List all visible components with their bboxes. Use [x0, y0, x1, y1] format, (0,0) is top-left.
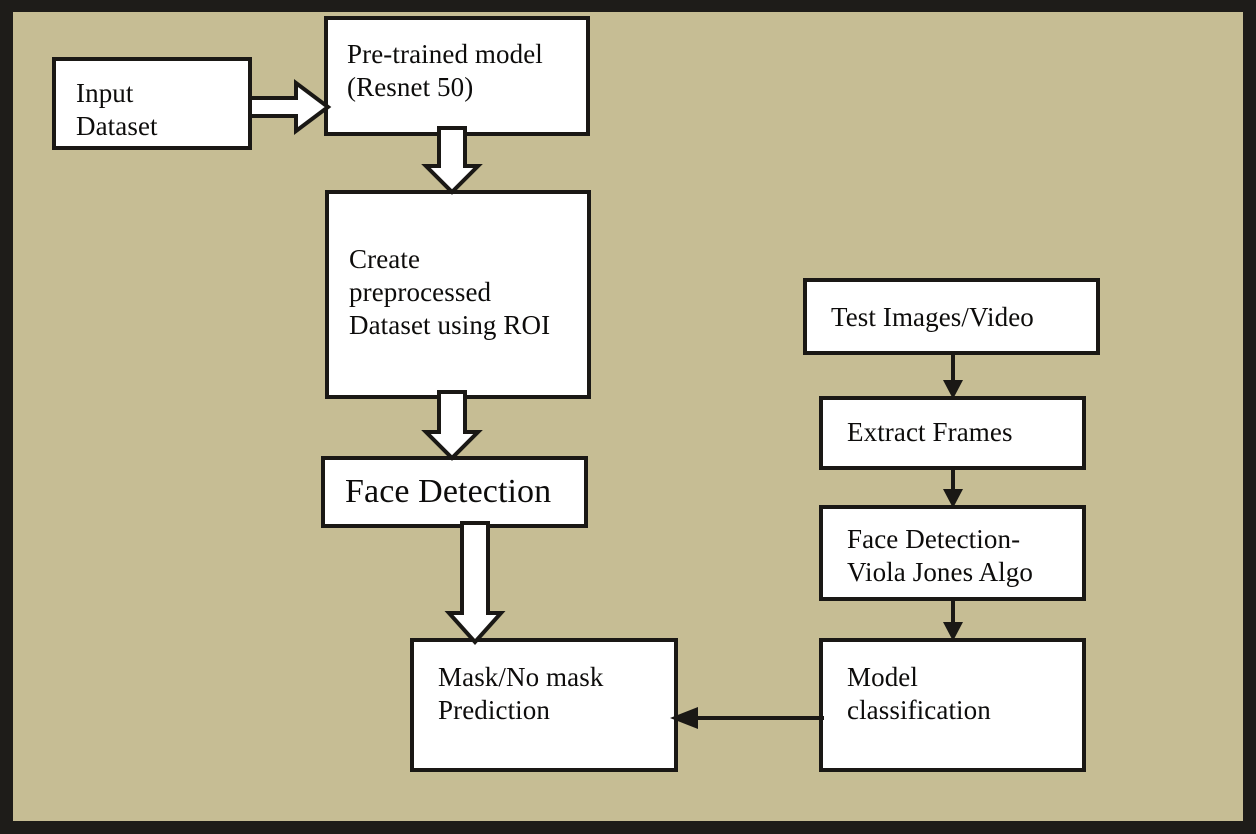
node-model-classification[interactable]: Model classification [819, 638, 1086, 772]
node-test-images-video-label: Test Images/Video [831, 302, 1034, 332]
node-create-preprocessed-dataset[interactable]: Create preprocessed Dataset using ROI [325, 190, 591, 399]
node-model-classification-label: Model classification [847, 662, 991, 725]
node-input-dataset-label: Input Dataset [76, 78, 158, 141]
node-pretrained-model-label: Pre-trained model (Resnet 50) [347, 39, 543, 102]
node-mask-no-mask-prediction-label: Mask/No mask Prediction [438, 662, 604, 725]
node-face-detection-viola-jones-label: Face Detection- Viola Jones Algo [847, 524, 1033, 587]
node-input-dataset[interactable]: Input Dataset [52, 57, 252, 150]
flowchart-canvas: Input Dataset Pre-trained model (Resnet … [13, 12, 1243, 821]
node-pretrained-model[interactable]: Pre-trained model (Resnet 50) [324, 16, 590, 136]
node-create-preprocessed-dataset-label: Create preprocessed Dataset using ROI [349, 244, 551, 340]
arrow-left-icon-model-to-mask [668, 700, 824, 736]
arrow-down-icon-pretrained-to-create [421, 126, 483, 195]
arrow-down-icon-create-to-face [421, 390, 483, 461]
node-test-images-video[interactable]: Test Images/Video [803, 278, 1100, 355]
node-face-detection[interactable]: Face Detection [321, 456, 588, 528]
node-face-detection-viola-jones[interactable]: Face Detection- Viola Jones Algo [819, 505, 1086, 601]
arrow-down-icon-extract-to-viola [938, 467, 968, 509]
node-face-detection-label: Face Detection [345, 473, 552, 510]
arrow-right-icon-input-to-pretrained [248, 79, 332, 135]
node-mask-no-mask-prediction[interactable]: Mask/No mask Prediction [410, 638, 678, 772]
arrow-down-icon-face-to-mask [444, 521, 506, 645]
arrow-down-icon-test-to-extract [938, 352, 968, 400]
node-extract-frames-label: Extract Frames [847, 417, 1013, 447]
node-extract-frames[interactable]: Extract Frames [819, 396, 1086, 470]
arrow-down-icon-viola-to-model [938, 598, 968, 642]
